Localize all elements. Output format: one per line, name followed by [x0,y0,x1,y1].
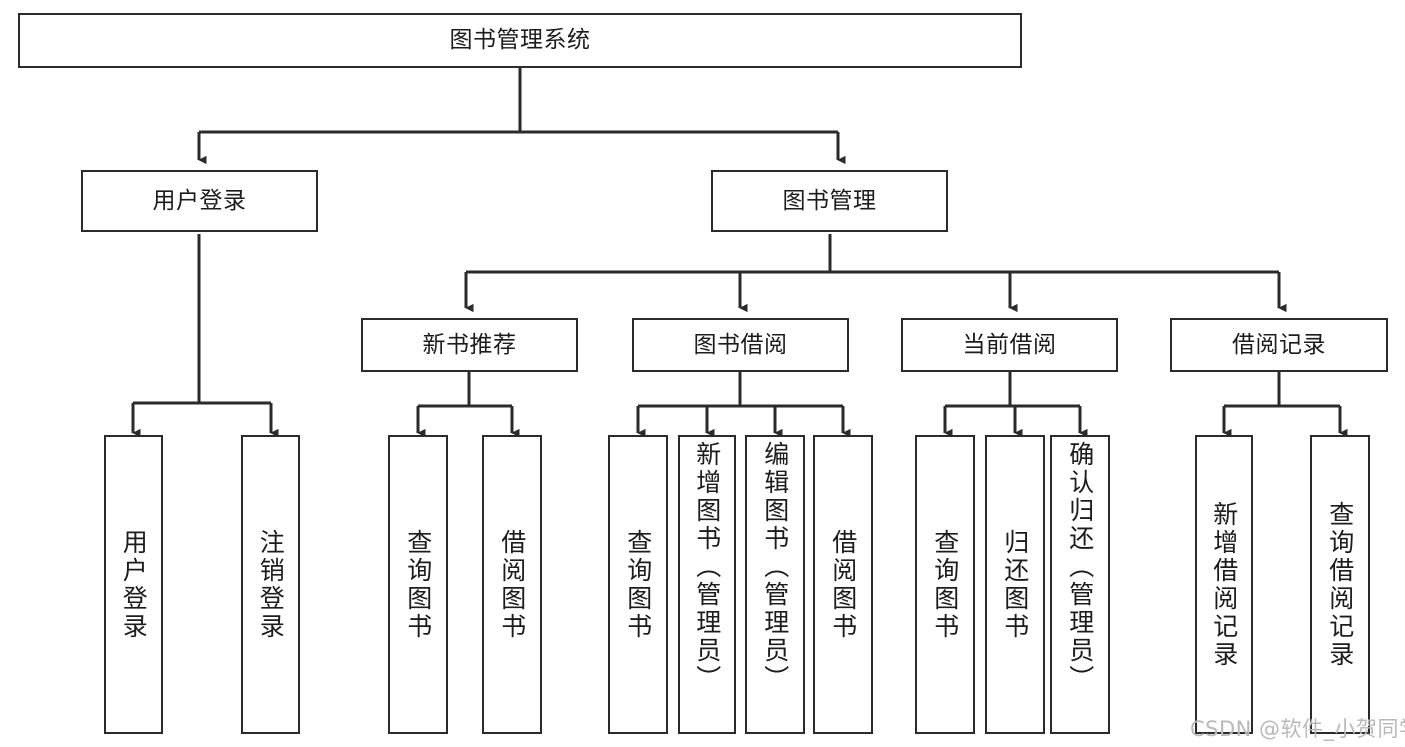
node-label: 用户登录 [119,528,149,641]
leaf-query-book-recommend[interactable]: 查询图书 [388,435,448,734]
leaf-return-book[interactable]: 归还图书 [985,435,1045,734]
node-book-management[interactable]: 图书管理 [711,170,948,232]
node-label: 新书推荐 [422,331,517,358]
leaf-add-book-admin[interactable]: 新增图书（管理员） [678,435,736,734]
node-label: 图书管理系统 [449,27,591,54]
leaf-logout-login[interactable]: 注销登录 [241,435,300,734]
leaf-user-login[interactable]: 用户登录 [104,435,163,734]
node-user-login[interactable]: 用户登录 [81,170,318,232]
node-label: 借阅记录 [1232,331,1326,358]
leaf-confirm-return-admin[interactable]: 确认归还（管理员） [1050,435,1110,734]
node-label: 查询借阅记录 [1325,500,1355,669]
leaf-query-book-borrow[interactable]: 查询图书 [608,435,668,734]
node-label: 查询图书 [930,528,960,641]
node-label: 借阅图书 [497,528,527,641]
node-new-book-recommend[interactable]: 新书推荐 [361,318,578,372]
node-current-borrow[interactable]: 当前借阅 [901,318,1118,372]
node-label: 当前借阅 [962,331,1057,358]
node-root-book-management-system[interactable]: 图书管理系统 [18,13,1022,68]
node-label: 新增图书（管理员） [692,441,722,693]
leaf-borrow-book-recommend[interactable]: 借阅图书 [482,435,542,734]
node-label: 查询图书 [623,528,653,641]
node-label: 归还图书 [1000,528,1030,641]
leaf-borrow-book[interactable]: 借阅图书 [813,435,873,734]
leaf-add-borrow-record[interactable]: 新增借阅记录 [1195,435,1253,734]
node-label: 图书管理 [782,187,877,214]
node-book-borrow[interactable]: 图书借阅 [632,318,849,372]
node-label: 确认归还（管理员） [1065,441,1095,693]
leaf-edit-book-admin[interactable]: 编辑图书（管理员） [745,435,805,734]
node-label: 新增借阅记录 [1209,500,1239,669]
node-label: 借阅图书 [828,528,858,641]
leaf-query-borrow-record[interactable]: 查询借阅记录 [1310,435,1370,734]
node-borrow-record[interactable]: 借阅记录 [1170,318,1388,372]
node-label: 注销登录 [256,528,286,641]
node-label: 用户登录 [152,187,247,214]
node-label: 查询图书 [403,528,433,641]
node-label: 编辑图书（管理员） [760,441,790,693]
leaf-query-book-current[interactable]: 查询图书 [915,435,975,734]
node-label: 图书借阅 [693,331,788,358]
